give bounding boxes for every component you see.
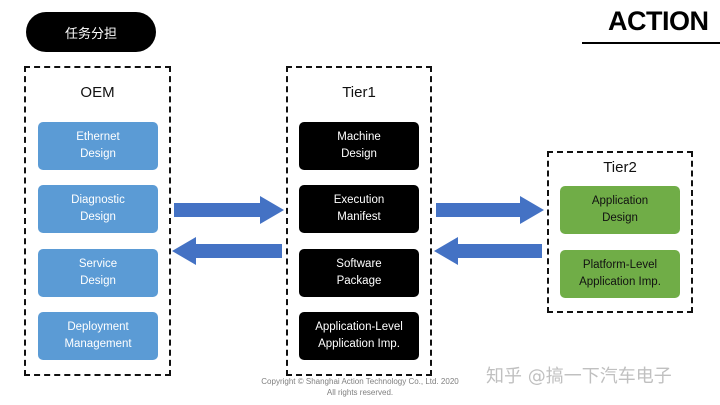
arrow-tier2-to-tier1 <box>434 237 542 265</box>
execution-manifest-box: Execution Manifest <box>299 185 419 233</box>
oem-title: OEM <box>80 84 115 101</box>
application-design-box: Application Design <box>560 186 680 234</box>
tier2-group: Tier2 Application Design Platform-Level … <box>547 151 693 313</box>
zhihu-watermark: 知乎 @搞一下汽车电子 <box>486 366 672 387</box>
tier1-title: Tier1 <box>342 84 376 101</box>
section-tag: 任务分担 <box>26 12 156 52</box>
tier2-title: Tier2 <box>603 159 637 176</box>
diagnostic-design-box: Diagnostic Design <box>38 185 158 233</box>
machine-design-box: Machine Design <box>299 122 419 170</box>
arrow-oem-to-tier1 <box>174 196 284 224</box>
platform-level-imp-box: Platform-Level Application Imp. <box>560 250 680 298</box>
action-logo: ACTION <box>608 6 709 36</box>
copyright-line: Copyright © Shanghai Action Technology C… <box>261 377 459 386</box>
logo-underline <box>582 42 720 44</box>
rights-line: All rights reserved. <box>326 388 394 397</box>
service-design-box: Service Design <box>38 249 158 297</box>
ethernet-design-box: Ethernet Design <box>38 122 158 170</box>
oem-group: OEM Ethernet Design Diagnostic Design Se… <box>24 66 171 376</box>
software-package-box: Software Package <box>299 249 419 297</box>
tier1-group: Tier1 Machine Design Execution Manifest … <box>286 66 432 376</box>
arrow-tier1-to-oem <box>172 237 282 265</box>
copyright-footer: Copyright © Shanghai Action Technology C… <box>225 376 495 398</box>
arrow-tier1-to-tier2 <box>436 196 544 224</box>
application-level-imp-box: Application-Level Application Imp. <box>299 312 419 360</box>
deployment-management-box: Deployment Management <box>38 312 158 360</box>
